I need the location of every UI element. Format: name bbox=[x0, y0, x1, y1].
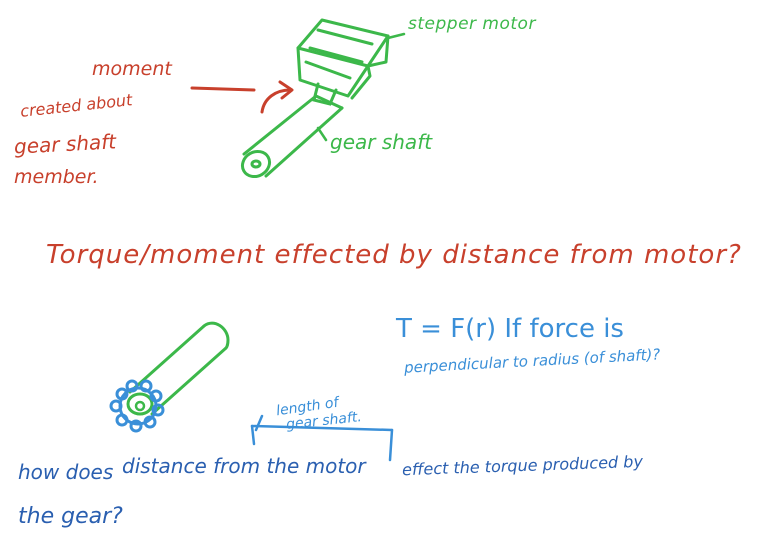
question2-part-b: distance from the motor bbox=[122, 454, 366, 478]
bottom-gear-shaft-sketch bbox=[126, 321, 230, 416]
motor-label: stepper motor bbox=[408, 14, 536, 34]
question2-part-a: how does bbox=[18, 460, 114, 484]
shaft-label: gear shaft bbox=[330, 130, 433, 154]
moment-arrow-sketch bbox=[190, 80, 294, 114]
gear-center-mark bbox=[134, 400, 146, 412]
moment-label-line3: gear shaft bbox=[13, 129, 117, 159]
motor-connector-sketch bbox=[312, 82, 338, 106]
stepper-motor-sketch bbox=[296, 18, 390, 100]
bottom-gear-sketch bbox=[109, 379, 165, 433]
motor-label-pointer bbox=[386, 32, 406, 40]
shaft-label-pointer bbox=[316, 126, 328, 142]
question-torque-distance: Torque/moment effected by distance from … bbox=[46, 240, 742, 270]
length-bracket-sketch bbox=[250, 414, 394, 462]
question2-line2: the gear? bbox=[18, 504, 123, 529]
formula-line1: T = F(r) If force is bbox=[396, 314, 624, 344]
top-gear-shaft-sketch bbox=[240, 94, 344, 179]
moment-label-line1: moment bbox=[92, 58, 172, 80]
moment-label-line4: member. bbox=[14, 166, 99, 188]
